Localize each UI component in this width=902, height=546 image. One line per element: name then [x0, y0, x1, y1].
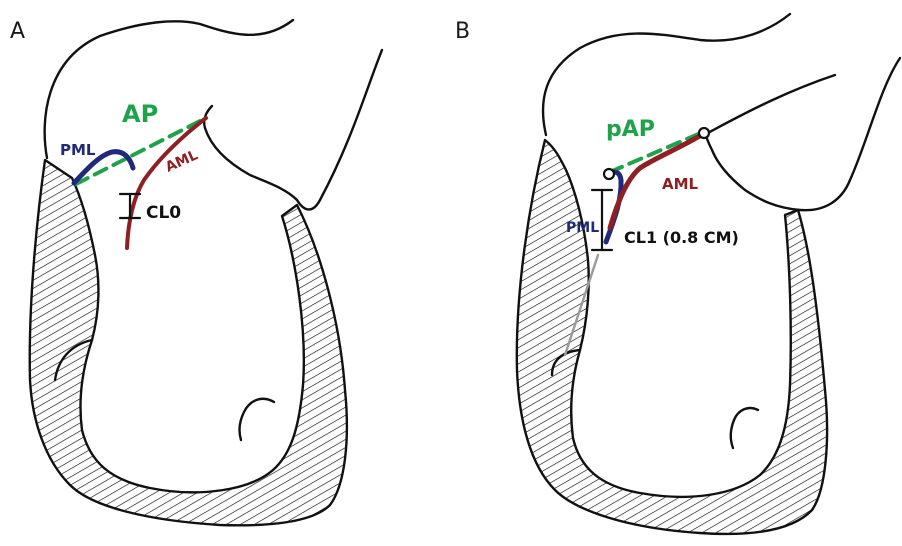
- papillary-muscle-b-right: [731, 408, 758, 448]
- annulus-hinge-anterior-b: [699, 128, 709, 138]
- coaptation-label-b: CL1 (0.8 CM): [624, 228, 739, 247]
- posterior-leaflet-label-a: PML: [60, 141, 96, 159]
- aorta-outline-a: [204, 50, 382, 209]
- panel-a-label: A: [10, 19, 25, 44]
- annular-plane-label-b: pAP: [606, 117, 655, 142]
- atrium-outline-b: [543, 14, 790, 135]
- panel-a: A PML AP AML CL0: [10, 19, 382, 525]
- papillary-muscle-a-right: [240, 399, 274, 440]
- anterior-leaflet-label-b: AML: [662, 175, 699, 193]
- panel-b: B pAP AML PML CL1 (0.8 CM): [455, 14, 900, 534]
- aorta-wall-b: [706, 75, 835, 134]
- annular-plane-label-a: AP: [122, 100, 158, 128]
- panel-b-label: B: [455, 19, 470, 44]
- coaptation-label-a: CL0: [146, 203, 181, 223]
- anterior-leaflet-a: [127, 118, 206, 248]
- ventricle-wall-a: [30, 160, 347, 525]
- annulus-hinge-posterior-b: [604, 169, 614, 179]
- posterior-leaflet-label-b: PML: [566, 220, 599, 236]
- aorta-outline-b: [706, 58, 900, 210]
- ventricle-wall-b: [517, 140, 827, 534]
